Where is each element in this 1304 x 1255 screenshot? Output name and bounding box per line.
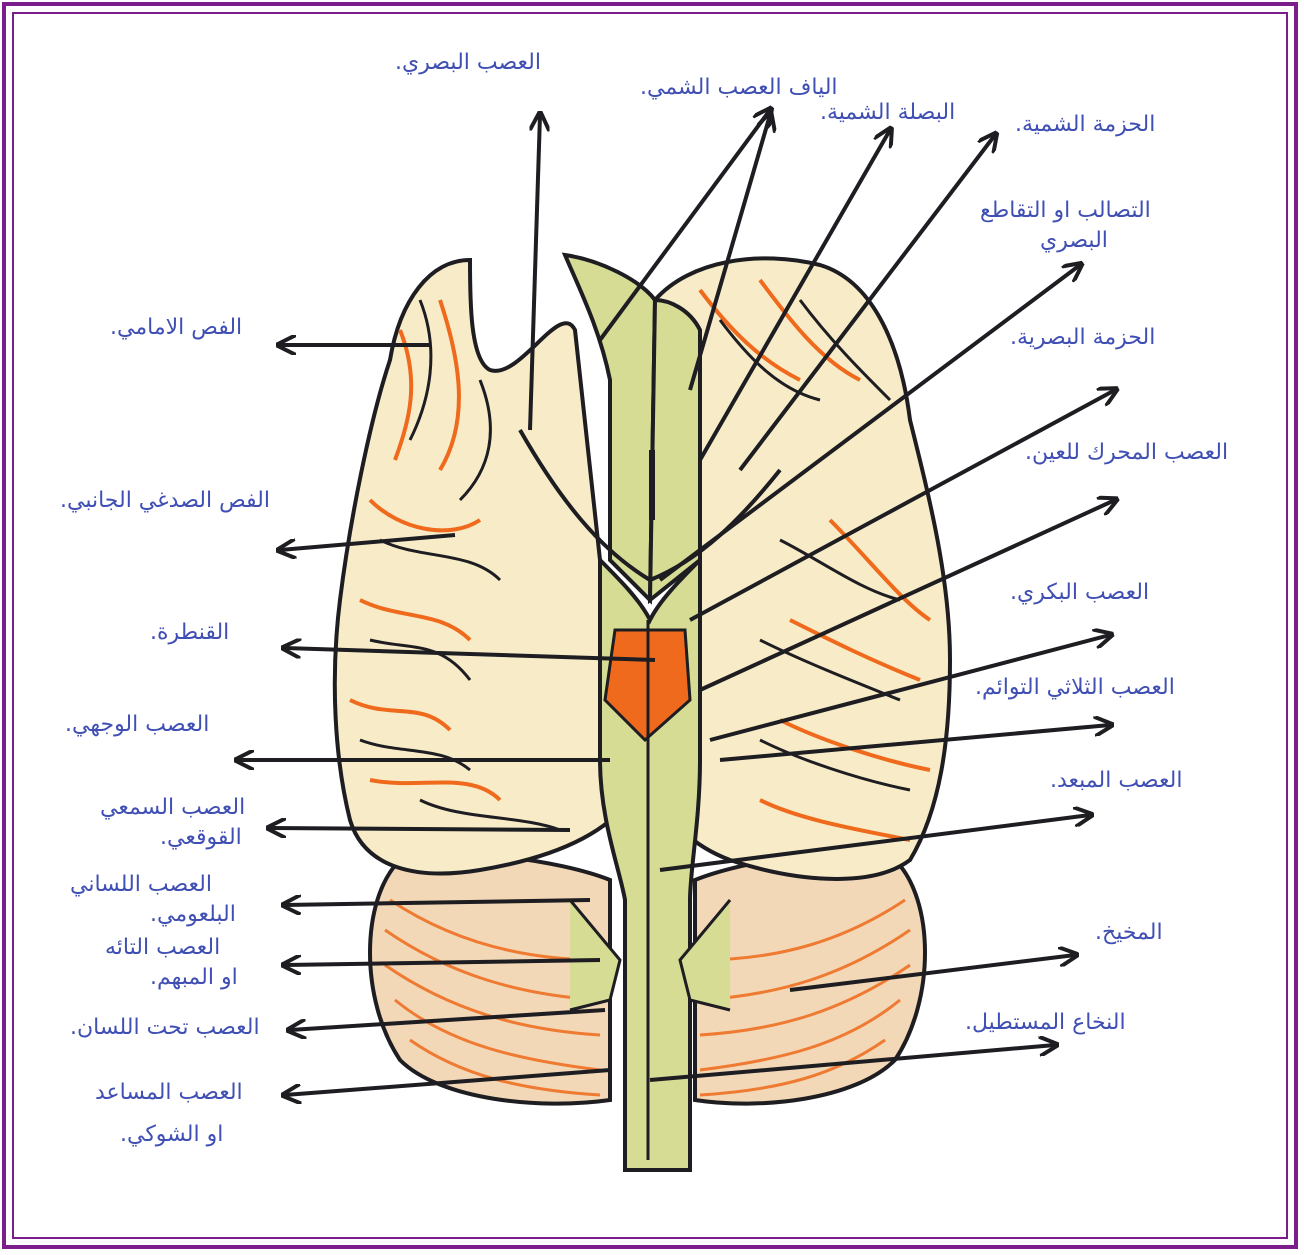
label-trigeminal-nerve: العصب الثلاثي التوائم. (975, 675, 1175, 701)
label-optic-nerve: العصب البصري. (395, 50, 541, 76)
label-optic-chiasma: التصالب او التقاطع (980, 198, 1151, 224)
left-hemisphere (335, 260, 640, 873)
label-medulla-oblongata: النخاع المستطيل. (965, 1010, 1126, 1036)
label-cerebellum: المخيخ. (1095, 920, 1163, 946)
label-abducens-nerve: العصب المبعد. (1050, 768, 1182, 794)
label-frontal-lobe: الفص الامامي. (110, 315, 242, 341)
label-olfactory-tract: الحزمة الشمية. (1015, 112, 1155, 138)
label-olfactory-fibers: الياف العصب الشمي. (640, 75, 838, 101)
label-facial-nerve: العصب الوجهي. (65, 712, 209, 738)
label-trochlear-nerve: العصب البكري. (1010, 580, 1149, 606)
label-hypoglossal-nerve: العصب تحت اللسان. (70, 1015, 260, 1041)
label-temporal-lobe: الفص الصدغي الجانبي. (60, 488, 270, 514)
label-vestibulocochlear-nerve: العصب السمعي (100, 795, 245, 821)
label-pons: القنطرة. (150, 620, 229, 646)
label-glossopharyngeal-nerve-2: البلعومي. (150, 902, 236, 928)
label-glossopharyngeal-nerve: العصب اللساني (70, 872, 212, 898)
label-optic-chiasma-2: البصري (1040, 228, 1108, 254)
label-vagus-nerve-2: او المبهم. (150, 965, 238, 991)
label-vestibulocochlear-nerve-2: القوقعي. (160, 825, 242, 851)
label-accessory-nerve: العصب المساعد (95, 1080, 243, 1106)
label-olfactory-bulb: البصلة الشمية. (820, 100, 955, 126)
label-accessory-nerve-2: او الشوكي. (120, 1122, 223, 1148)
label-oculomotor-nerve: العصب المحرك للعين. (1025, 440, 1228, 466)
label-vagus-nerve: العصب التائه (105, 935, 220, 961)
label-optic-tract: الحزمة البصرية. (1010, 325, 1155, 351)
